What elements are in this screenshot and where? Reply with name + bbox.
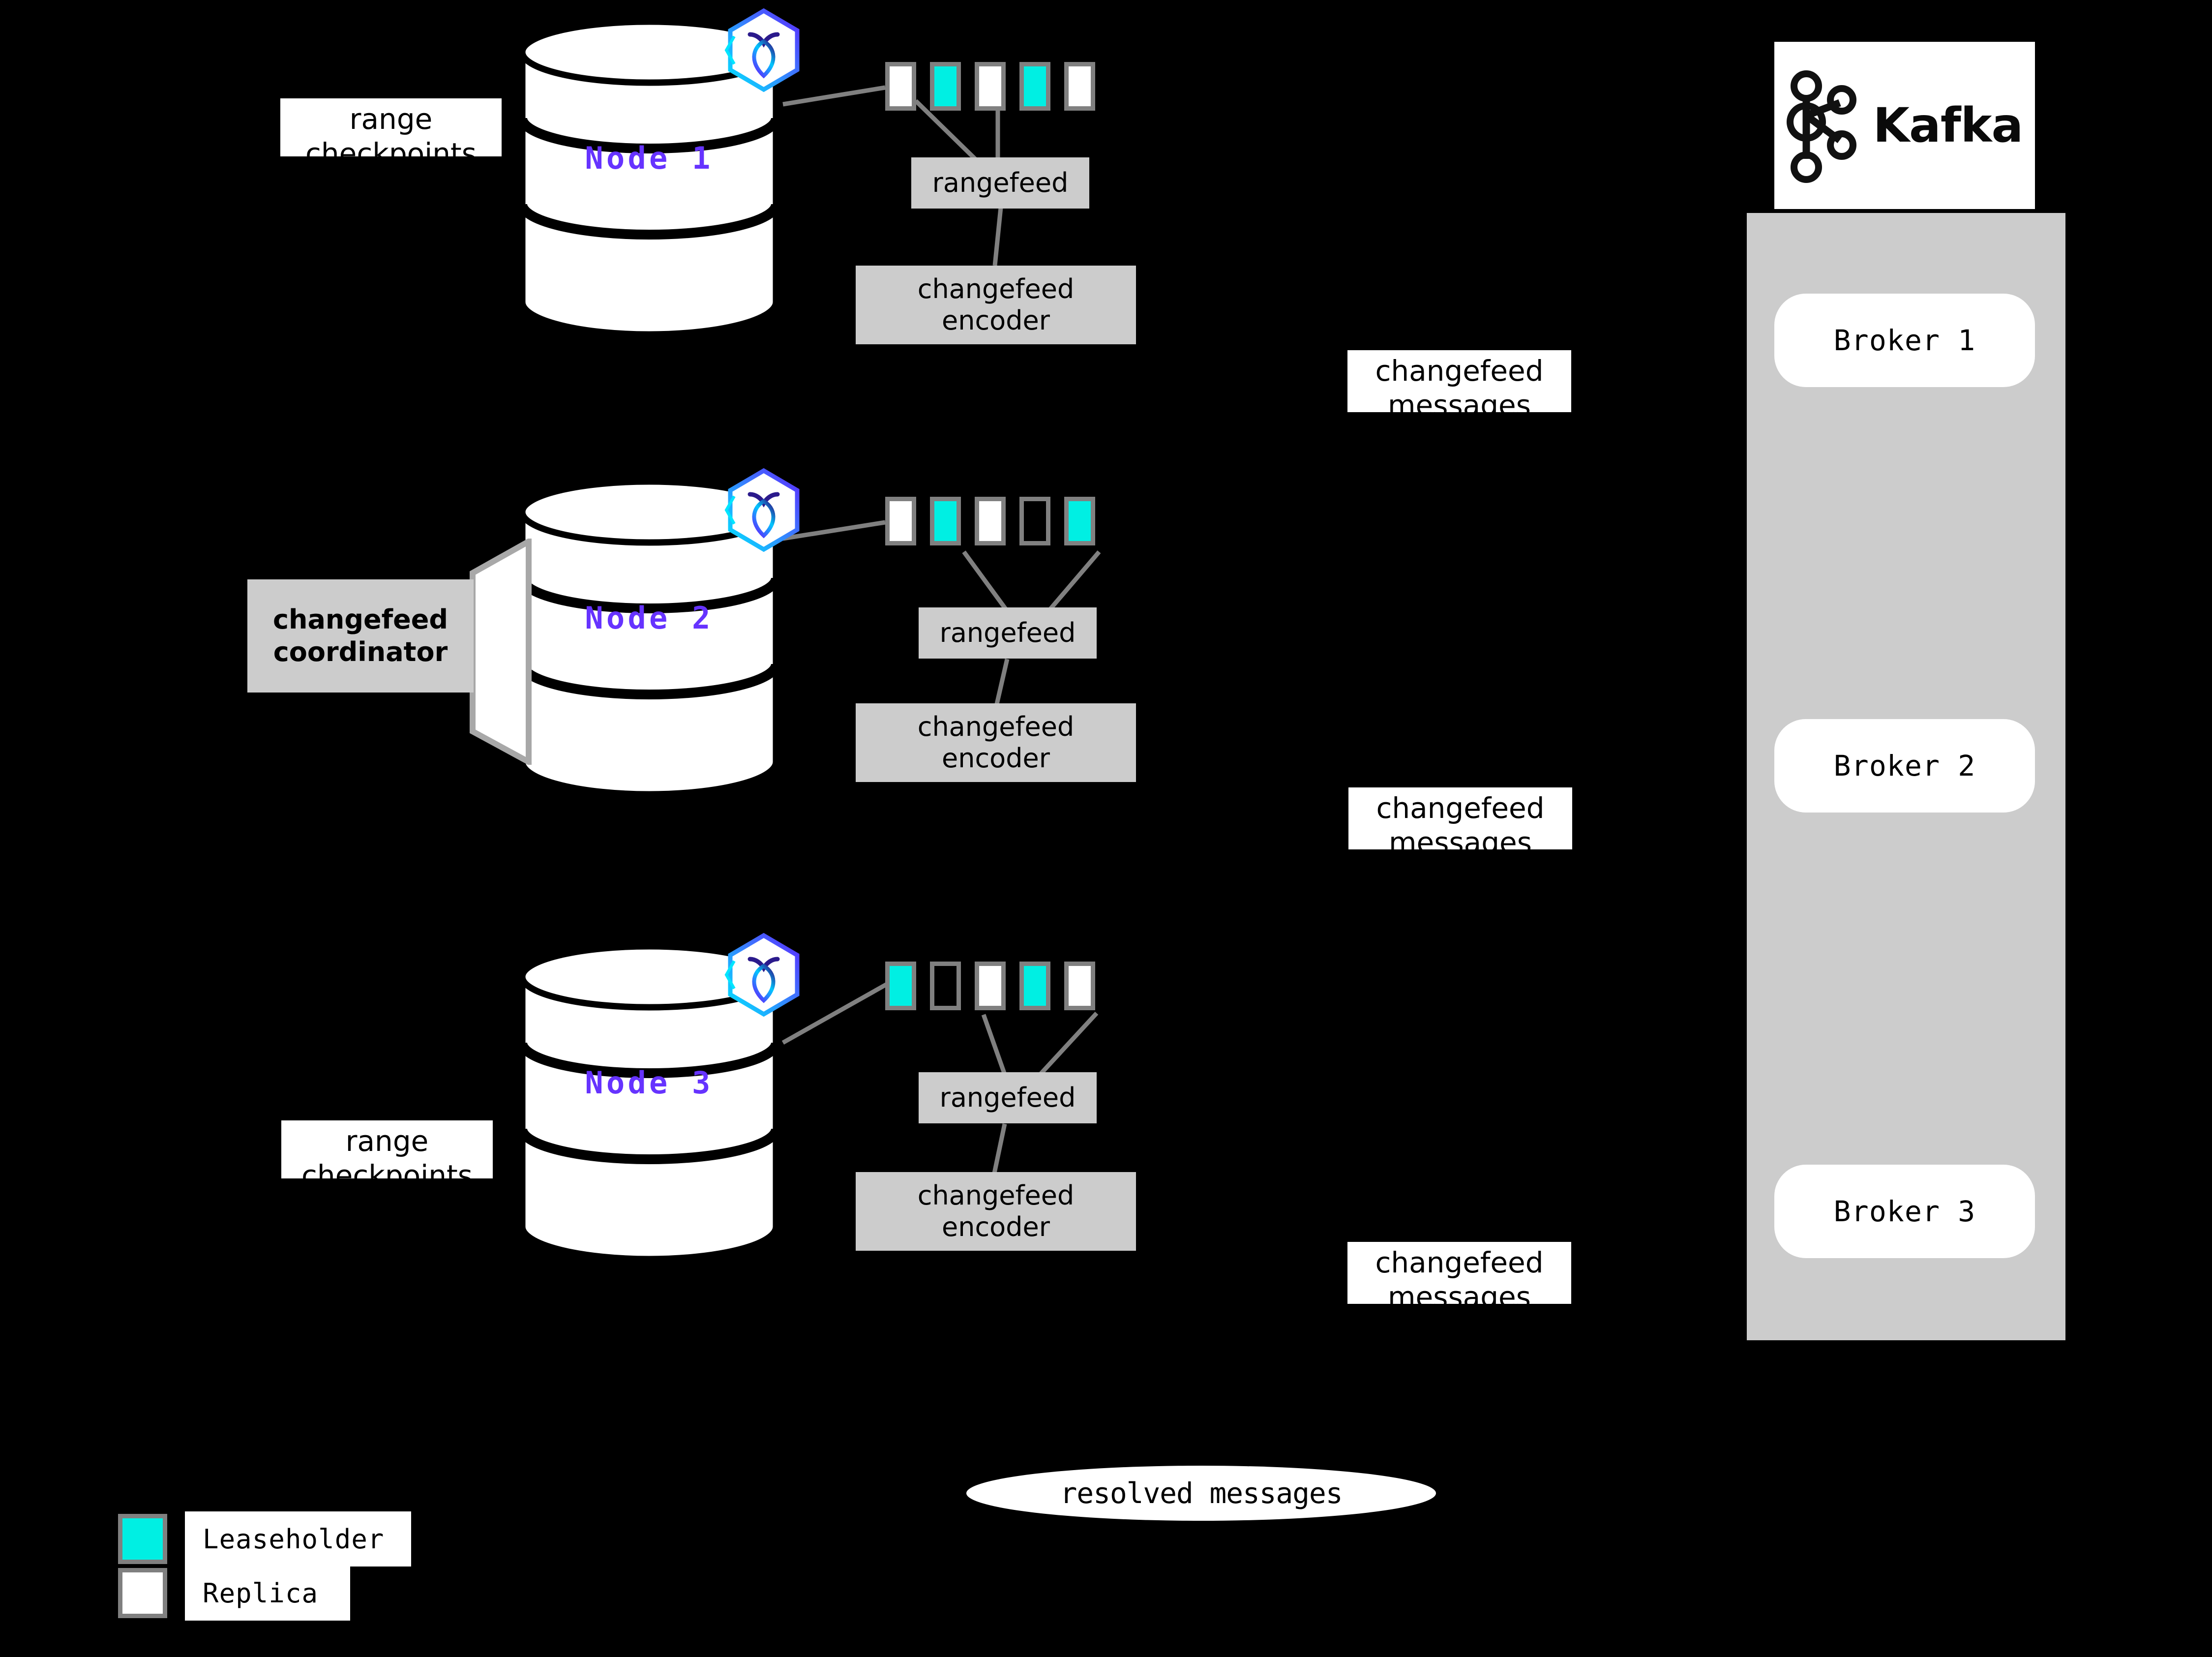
- range-box[interactable]: [930, 62, 961, 111]
- range-checkpoints-label-bottom: range checkpoints: [281, 1120, 493, 1178]
- cockroachdb-hexagon-logo: [724, 8, 800, 92]
- legend-label-leaseholder: Leaseholder: [185, 1511, 411, 1567]
- checkpoint-line-2: checkpoints: [301, 1158, 473, 1178]
- range-box[interactable]: [975, 62, 1006, 111]
- kafka-logo-box: Kafka: [1774, 42, 2035, 209]
- resolved-messages-pill[interactable]: resolved messages: [966, 1466, 1436, 1521]
- range-box[interactable]: [1019, 962, 1050, 1010]
- node-2-group: Node 2: [516, 468, 800, 794]
- node-1-group: Node 1: [516, 8, 800, 334]
- changefeed-messages-label-2: changefeed messages: [1348, 787, 1572, 849]
- coordinator-line-1: changefeed: [272, 604, 448, 635]
- legend-swatch-leaseholder: [118, 1514, 167, 1564]
- rangefeed-box-node-2[interactable]: rangefeed: [919, 607, 1097, 659]
- encoder-line-1: changefeed: [917, 1180, 1075, 1211]
- encoder-line-2: encoder: [942, 305, 1050, 336]
- rangefeed-box-node-1[interactable]: rangefeed: [911, 157, 1089, 209]
- node-3-range-row: [885, 962, 1109, 1010]
- database-cylinder-icon: [517, 944, 781, 1259]
- cockroachdb-hexagon-logo: [724, 933, 800, 1017]
- kafka-node-graph-logo: [1786, 70, 1856, 183]
- encoder-line-2: encoder: [942, 743, 1050, 774]
- node-3-group: Node 3: [516, 933, 800, 1259]
- range-box[interactable]: [930, 962, 961, 1010]
- legend-swatch-replica: [118, 1568, 167, 1618]
- range-checkpoints-label-top: range checkpoints: [280, 98, 502, 156]
- broker-1[interactable]: Broker 1: [1774, 294, 2035, 387]
- message-line-2: messages: [1388, 1280, 1531, 1304]
- changefeed-encoder-box-node-2[interactable]: changefeed encoder: [856, 703, 1136, 782]
- message-line-1: changefeed: [1375, 354, 1544, 388]
- range-box[interactable]: [975, 962, 1006, 1010]
- checkpoint-line-1: range: [349, 102, 433, 136]
- range-box[interactable]: [1064, 962, 1095, 1010]
- encoder-line-1: changefeed: [917, 273, 1075, 305]
- legend-label-replica: Replica: [185, 1566, 350, 1621]
- range-box[interactable]: [885, 497, 916, 545]
- encoder-line-1: changefeed: [917, 711, 1075, 743]
- changefeed-encoder-box-node-1[interactable]: changefeed encoder: [856, 266, 1136, 344]
- range-box[interactable]: [885, 62, 916, 111]
- broker-3[interactable]: Broker 3: [1774, 1165, 2035, 1258]
- changefeed-messages-label-3: changefeed messages: [1347, 1242, 1571, 1304]
- range-box[interactable]: [885, 962, 916, 1010]
- rangefeed-box-node-3[interactable]: rangefeed: [919, 1072, 1097, 1123]
- range-box[interactable]: [1064, 497, 1095, 545]
- range-box[interactable]: [1019, 62, 1050, 111]
- node-2-label: Node 2: [585, 600, 714, 636]
- coordinator-line-2: coordinator: [273, 636, 448, 667]
- cockroachdb-hexagon-logo: [724, 468, 800, 552]
- broker-2[interactable]: Broker 2: [1774, 719, 2035, 813]
- node-1-label: Node 1: [585, 140, 714, 176]
- node-1-range-row: [885, 62, 1109, 111]
- node-3-label: Node 3: [585, 1065, 714, 1101]
- range-box[interactable]: [1064, 62, 1095, 111]
- encoder-line-2: encoder: [942, 1211, 1050, 1242]
- message-line-2: messages: [1389, 825, 1532, 849]
- changefeed-coordinator-box[interactable]: changefeed coordinator: [247, 579, 474, 693]
- database-cylinder-icon: [517, 480, 781, 794]
- node-2-range-row: [885, 497, 1109, 545]
- range-box[interactable]: [1019, 497, 1050, 545]
- message-line-1: changefeed: [1376, 791, 1545, 825]
- kafka-wordmark: Kafka: [1873, 98, 2024, 153]
- checkpoint-line-1: range: [345, 1124, 429, 1158]
- message-line-1: changefeed: [1375, 1246, 1544, 1279]
- coordinator-callout-wedge: [470, 539, 532, 765]
- database-cylinder-icon: [517, 20, 781, 334]
- message-line-2: messages: [1388, 388, 1531, 412]
- range-box[interactable]: [975, 497, 1006, 545]
- range-box[interactable]: [930, 497, 961, 545]
- changefeed-encoder-box-node-3[interactable]: changefeed encoder: [856, 1172, 1136, 1251]
- changefeed-messages-label-1: changefeed messages: [1347, 350, 1571, 412]
- checkpoint-line-2: checkpoints: [305, 136, 477, 156]
